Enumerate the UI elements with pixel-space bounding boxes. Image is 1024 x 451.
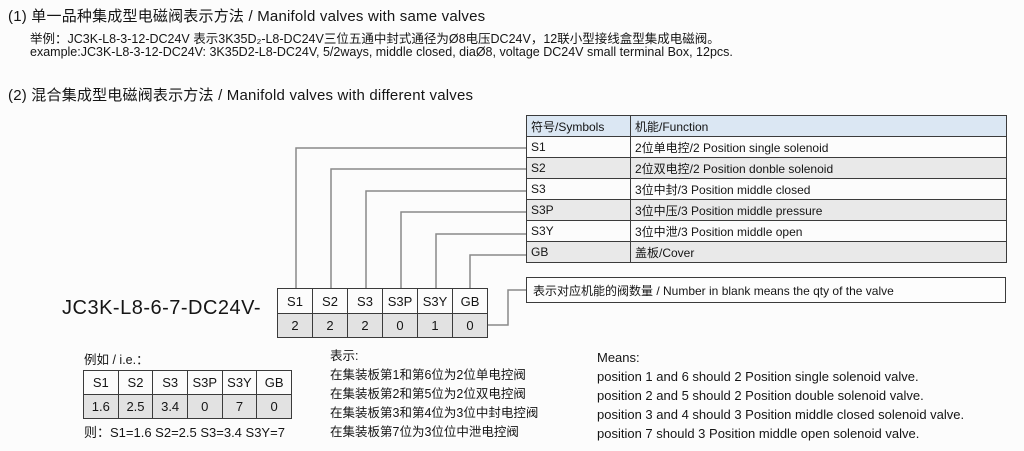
example-header-cell: S2 bbox=[117, 370, 154, 395]
section1-title: (1) 单一品种集成型电磁阀表示方法 / Manifold valves wit… bbox=[8, 8, 486, 25]
order-header-cell: GB bbox=[452, 288, 488, 314]
function-cell: 2位双电控/2 Position donble solenoid bbox=[630, 157, 1007, 179]
order-header-cell: S1 bbox=[277, 288, 313, 314]
cn-explanation-line: 在集装板第7位为3位位中泄电控阀 bbox=[330, 425, 519, 439]
symbols-column-header: 符号/Symbols bbox=[526, 115, 631, 137]
function-cell: 3位中压/3 Position middle pressure bbox=[630, 199, 1007, 221]
en-explanation-line: position 3 and 4 should 3 Position middl… bbox=[597, 407, 965, 422]
en-explanation-title: Means: bbox=[597, 350, 640, 365]
section1-example-en: example:JC3K-L8-3-12-DC24V: 3K35D2-L8-DC… bbox=[30, 45, 733, 59]
en-explanation-line: position 1 and 6 should 2 Position singl… bbox=[597, 369, 919, 384]
example-header-cell: S1 bbox=[83, 370, 119, 395]
symbol-cell: S3P bbox=[526, 199, 631, 221]
function-column-header: 机能/Function bbox=[630, 115, 1007, 137]
connector-s3y bbox=[435, 233, 526, 288]
table-row: S3P 3位中压/3 Position middle pressure bbox=[526, 199, 1007, 221]
example-explanation-en: Means: position 1 and 6 should 2 Positio… bbox=[597, 348, 964, 443]
connector-qty bbox=[488, 289, 526, 326]
symbol-cell: S2 bbox=[526, 157, 631, 179]
en-explanation-line: position 7 should 3 Position middle open… bbox=[597, 426, 920, 441]
example-value-cell: 1.6 bbox=[83, 394, 119, 419]
cn-explanation-title: 表示: bbox=[330, 349, 359, 363]
example-value-cell: 3.4 bbox=[152, 394, 188, 419]
order-table-header-row: S1 S2 S3 S3P S3Y GB bbox=[277, 288, 488, 314]
model-code: JC3K-L8-6-7-DC24V- bbox=[62, 297, 262, 319]
example-quantity-table: S1 S2 S3 S3P S3Y GB 1.6 2.5 3.4 0 7 0 bbox=[83, 370, 292, 419]
connector-s1 bbox=[295, 147, 526, 288]
order-value-cell: 0 bbox=[382, 313, 418, 338]
qty-note-text: 表示对应机能的阀数量 / Number in blank means the q… bbox=[533, 283, 894, 298]
connector-s3 bbox=[365, 190, 526, 288]
function-cell: 2位单电控/2 Position single solenoid bbox=[630, 136, 1007, 158]
order-header-cell: S3Y bbox=[417, 288, 453, 314]
order-table-value-row: 2 2 2 0 1 0 bbox=[277, 313, 488, 338]
example-value-cell: 0 bbox=[256, 394, 292, 419]
cn-explanation-line: 在集装板第1和第6位为2位单电控阀 bbox=[330, 368, 526, 382]
symbol-cell: S3Y bbox=[526, 220, 631, 242]
example-table-header-row: S1 S2 S3 S3P S3Y GB bbox=[83, 370, 292, 395]
table-row: GB 盖板/Cover bbox=[526, 241, 1007, 263]
example-header-cell: S3 bbox=[152, 370, 188, 395]
function-cell: 盖板/Cover bbox=[630, 241, 1007, 263]
example-table-value-row: 1.6 2.5 3.4 0 7 0 bbox=[83, 394, 292, 419]
cn-explanation-line: 在集装板第3和第4位为3位中封电控阀 bbox=[330, 406, 539, 420]
function-cell: 3位中泄/3 Position middle open bbox=[630, 220, 1007, 242]
order-value-cell: 1 bbox=[417, 313, 453, 338]
section1-example-cn: 举例：JC3K-L8-3-12-DC24V 表示3K35D₂-L8-DC24V三… bbox=[30, 32, 720, 46]
cn-explanation-line: 在集装板第2和第5位为2位双电控阀 bbox=[330, 387, 526, 401]
order-value-cell: 2 bbox=[312, 313, 348, 338]
order-header-cell: S3 bbox=[347, 288, 383, 314]
example-header-cell: S3P bbox=[186, 370, 223, 395]
order-value-cell: 2 bbox=[277, 313, 313, 338]
example-label: 例如 / i.e.： bbox=[84, 353, 149, 367]
example-header-cell: GB bbox=[256, 370, 292, 395]
connector-gb bbox=[469, 254, 526, 288]
example-value-cell: 0 bbox=[186, 394, 223, 419]
en-explanation-line: position 2 and 5 should 2 Position doubl… bbox=[597, 388, 924, 403]
symbol-cell: S1 bbox=[526, 136, 631, 158]
order-header-cell: S2 bbox=[312, 288, 348, 314]
order-header-cell: S3P bbox=[382, 288, 418, 314]
function-cell: 3位中封/3 Position middle closed bbox=[630, 178, 1007, 200]
section2-title: (2) 混合集成型电磁阀表示方法 / Manifold valves with … bbox=[8, 87, 474, 104]
table-row: S3Y 3位中泄/3 Position middle open bbox=[526, 220, 1007, 242]
table-row: S1 2位单电控/2 Position single solenoid bbox=[526, 136, 1007, 158]
symbols-function-table: 符号/Symbols 机能/Function S1 2位单电控/2 Positi… bbox=[526, 115, 1007, 263]
table-row: S3 3位中封/3 Position middle closed bbox=[526, 178, 1007, 200]
example-result: 则：S1=1.6 S2=2.5 S3=3.4 S3Y=7 bbox=[84, 425, 285, 440]
example-explanation-cn: 表示: 在集装板第1和第6位为2位单电控阀 在集装板第2和第5位为2位双电控阀 … bbox=[330, 347, 538, 442]
symbol-cell: S3 bbox=[526, 178, 631, 200]
symbol-cell: GB bbox=[526, 241, 631, 263]
example-header-cell: S3Y bbox=[221, 370, 258, 395]
table-row: S2 2位双电控/2 Position donble solenoid bbox=[526, 157, 1007, 179]
order-value-cell: 0 bbox=[452, 313, 488, 338]
example-value-cell: 2.5 bbox=[117, 394, 154, 419]
example-value-cell: 7 bbox=[221, 394, 258, 419]
connector-s2 bbox=[330, 168, 526, 288]
table-header-row: 符号/Symbols 机能/Function bbox=[526, 115, 1007, 137]
order-value-cell: 2 bbox=[347, 313, 383, 338]
connector-s3p bbox=[400, 211, 526, 288]
order-quantity-table: S1 S2 S3 S3P S3Y GB 2 2 2 0 1 0 bbox=[277, 288, 488, 338]
qty-note-box: 表示对应机能的阀数量 / Number in blank means the q… bbox=[526, 277, 1006, 303]
